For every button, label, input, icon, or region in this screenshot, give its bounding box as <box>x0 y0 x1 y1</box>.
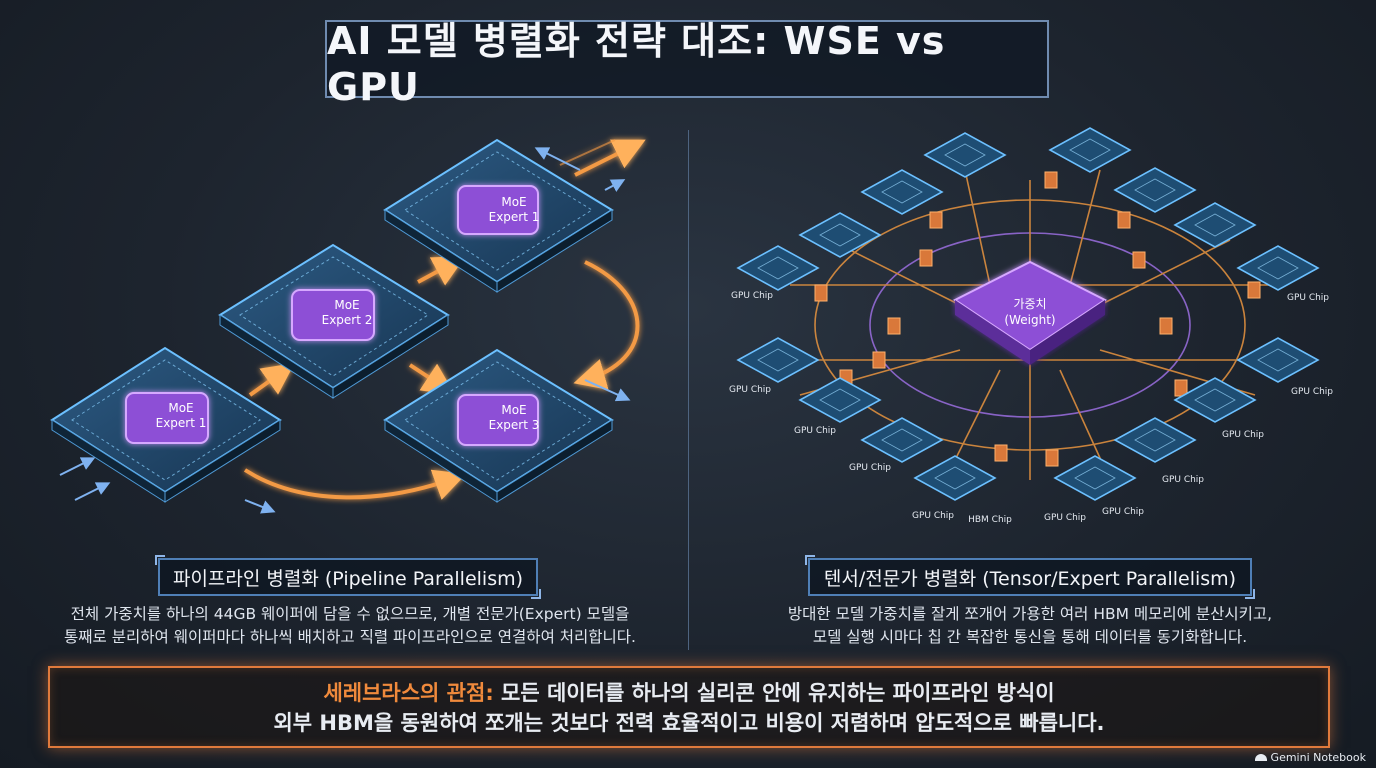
puzzle-piece-icon <box>457 394 539 446</box>
puzzle-piece-icon <box>291 289 375 341</box>
callout-highlight: 세레브라스의 관점: <box>323 681 494 705</box>
center-divider <box>688 130 689 650</box>
wafer-tile-expert-1-top <box>383 138 614 293</box>
weight-label-line2: (Weight) <box>1004 313 1055 327</box>
flow-arrows-blue <box>59 147 631 514</box>
callout-line2: 외부 HBM을 동원하여 쪼개는 것보다 전력 효율적이고 비용이 저렴하며 압… <box>273 711 1105 735</box>
wafer-tile-expert-1-bottom <box>50 346 282 503</box>
pipeline-heading-box: 파이프라인 병렬화 (Pipeline Parallelism) <box>155 555 541 599</box>
pipeline-description: 전체 가중치를 하나의 44GB 웨이퍼에 담을 수 없으므로, 개별 전문가(… <box>30 603 670 649</box>
expert-label-top-line2: Expert 1 <box>489 210 540 224</box>
pipeline-heading: 파이프라인 병렬화 (Pipeline Parallelism) <box>172 567 524 590</box>
chip-label: GPU Chip <box>1102 507 1144 517</box>
chip-label: GPU Chip <box>1222 430 1264 440</box>
expert-label-top-line1: MoE <box>501 195 526 209</box>
weight-puzzle-icon <box>953 260 1107 365</box>
brand-name: Gemini Notebook <box>1270 751 1366 764</box>
wafer-tile-expert-2 <box>218 243 450 399</box>
page-title: AI 모델 병렬화 전략 대조: WSE vs GPU <box>327 18 946 109</box>
expert-label-bottom-line1: MoE <box>168 401 193 415</box>
tensor-heading-box: 텐서/전문가 병렬화 (Tensor/Expert Parallelism) <box>805 555 1255 599</box>
expert-label-2-line1: MoE <box>334 298 359 312</box>
expert-label-3-line2: Expert 3 <box>489 418 540 432</box>
tensor-desc-line1: 방대한 모델 가중치를 잘게 쪼개어 가용한 여러 HBM 메모리에 분산시키고… <box>787 605 1273 623</box>
notebook-logo-icon <box>1254 754 1267 761</box>
chip-label: GPU Chip <box>1291 387 1333 397</box>
chip-label: GPU Chip <box>1162 475 1204 485</box>
callout-line1-text: 모든 데이터를 하나의 실리콘 안에 유지하는 파이프라인 방식이 <box>493 681 1055 705</box>
puzzle-piece-icon <box>457 185 539 235</box>
title-box: AI 모델 병렬화 전략 대조: WSE vs GPU <box>325 19 1049 109</box>
gpu-network <box>736 127 1320 501</box>
tensor-description: 방대한 모델 가중치를 잘게 쪼개어 가용한 여러 HBM 메모리에 분산시키고… <box>705 603 1355 649</box>
chip-label: GPU Chip <box>794 426 836 436</box>
chip-label: GPU Chip <box>729 385 771 395</box>
chip-label: GPU Chip <box>849 463 891 473</box>
pipeline-links <box>243 139 646 500</box>
expert-label-2-line2: Expert 2 <box>322 313 373 327</box>
chip-label: GPU Chip <box>731 291 773 301</box>
expert-label-3-line1: MoE <box>501 403 526 417</box>
chip-label: GPU Chip <box>1287 293 1329 303</box>
chip-label: GPU Chip <box>912 511 954 521</box>
puzzle-piece-icon <box>125 392 209 444</box>
wafer-tile-expert-3 <box>383 348 614 503</box>
cerebras-callout: 세레브라스의 관점: 모든 데이터를 하나의 실리콘 안에 유지하는 파이프라인… <box>48 666 1330 748</box>
brand-watermark: Gemini Notebook <box>1254 751 1366 764</box>
weight-label-line1: 가중치 <box>1013 297 1046 311</box>
callout-line1: 세레브라스의 관점: 모든 데이터를 하나의 실리콘 안에 유지하는 파이프라인… <box>50 678 1328 708</box>
tensor-desc-line2: 모델 실행 시마다 칩 간 복잡한 통신을 통해 데이터를 동기화합니다. <box>812 628 1248 646</box>
chip-label: GPU Chip <box>1044 513 1086 523</box>
pipeline-desc-line1: 전체 가중치를 하나의 44GB 웨이퍼에 담을 수 없으므로, 개별 전문가(… <box>70 605 630 623</box>
expert-label-bottom-line2: Expert 1 <box>156 416 207 430</box>
pipeline-desc-line2: 통째로 분리하여 웨이퍼마다 하나씩 배치하고 직렬 파이프라인으로 연결하여 … <box>64 628 636 646</box>
chip-label: HBM Chip <box>968 515 1012 525</box>
tensor-heading: 텐서/전문가 병렬화 (Tensor/Expert Parallelism) <box>823 567 1237 590</box>
